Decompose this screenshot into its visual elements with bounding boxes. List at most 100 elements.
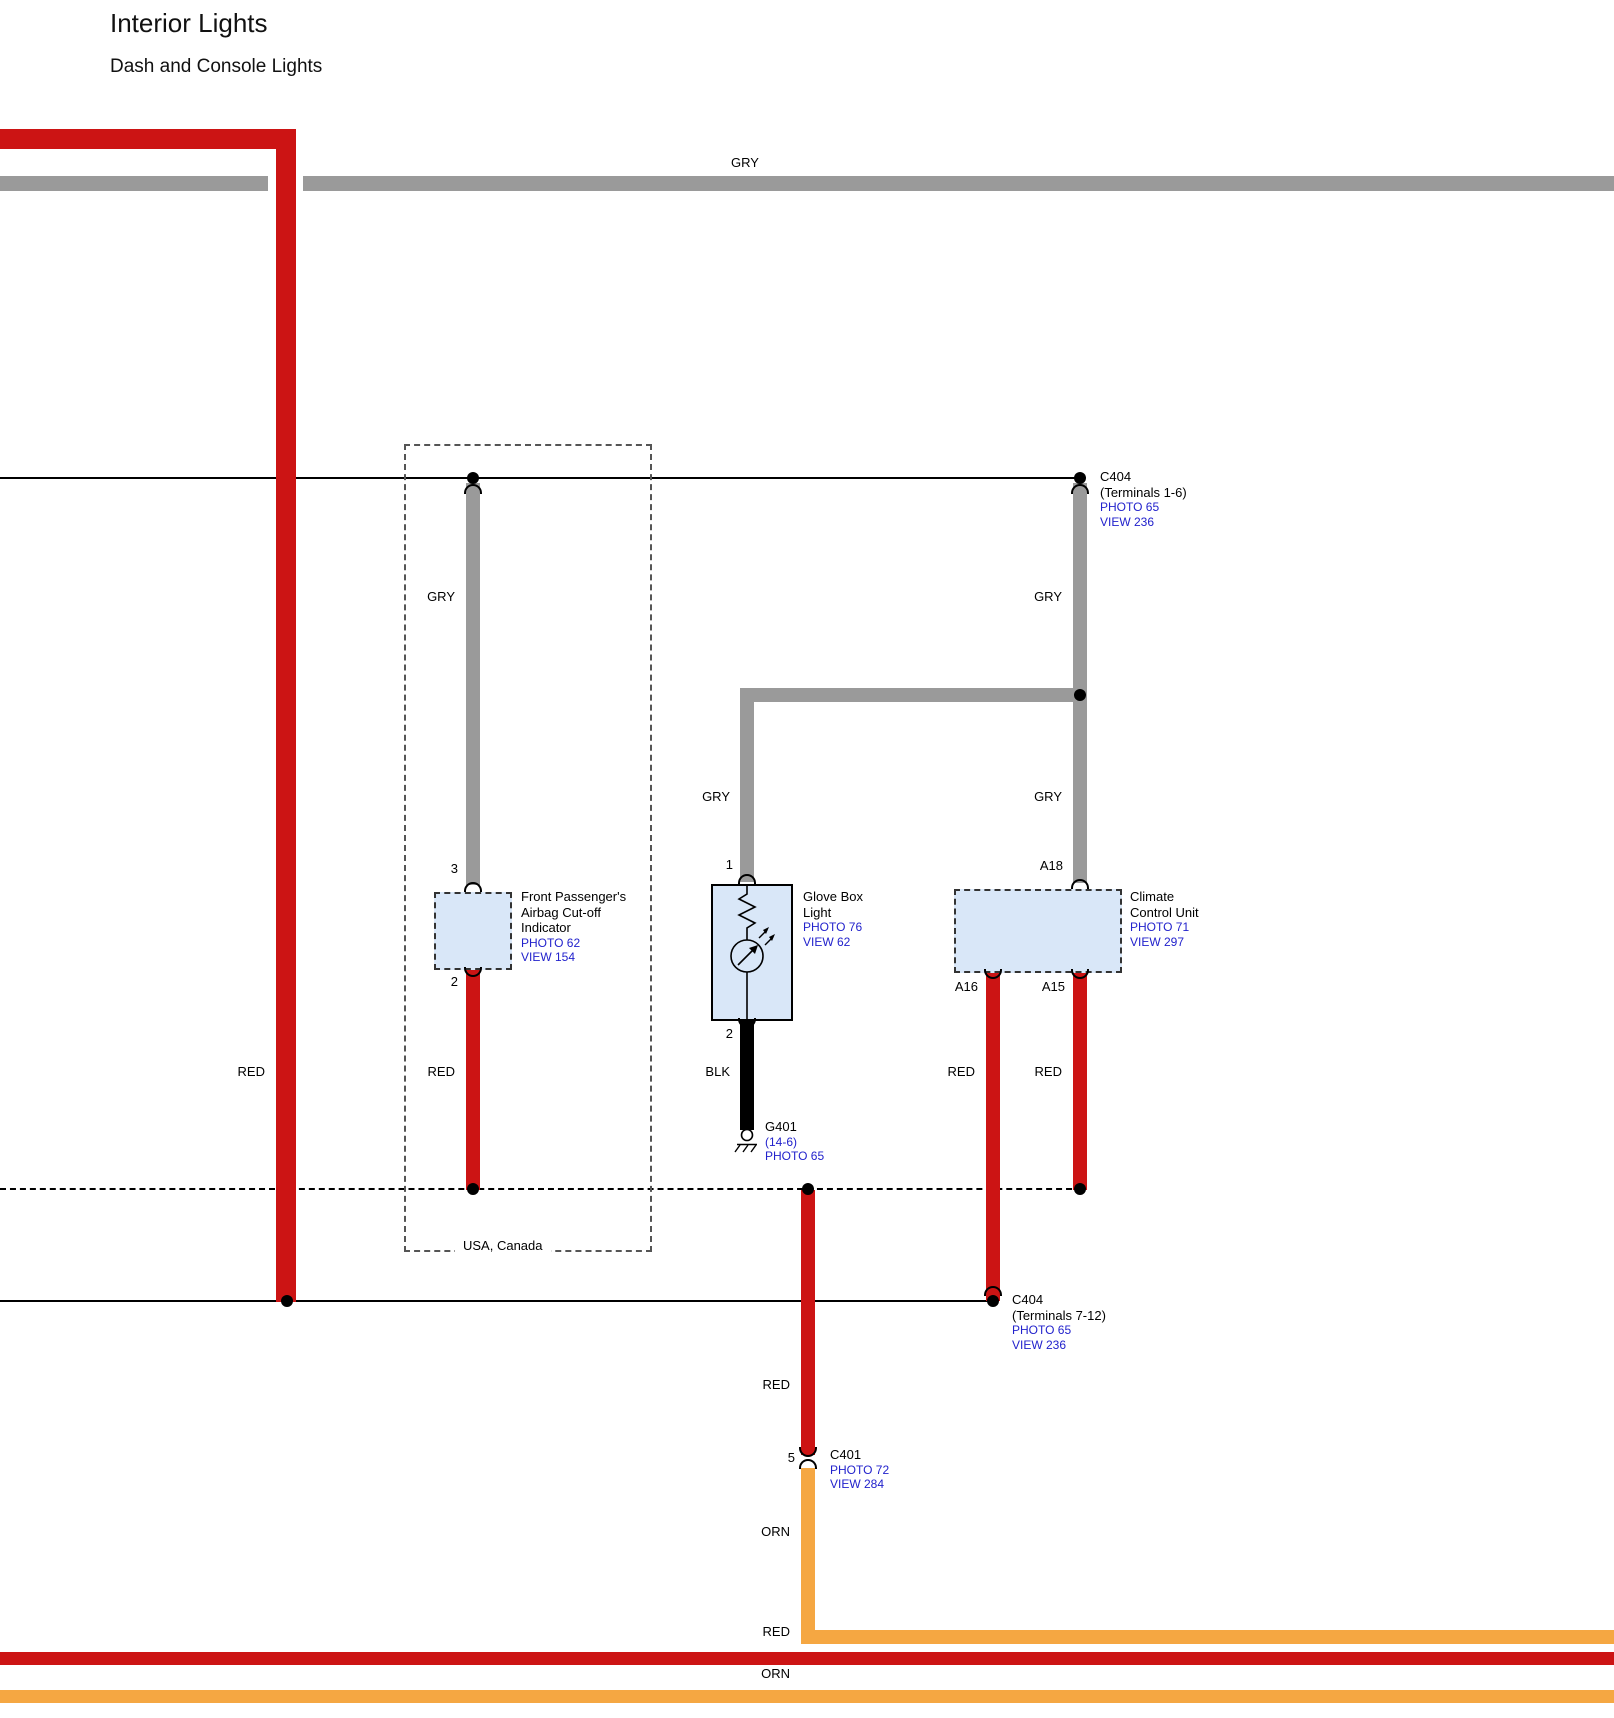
c404-bottom-name: C404	[1012, 1292, 1044, 1307]
glove-box-light-box	[711, 884, 793, 1021]
c404-top-photo-link[interactable]: PHOTO 65	[1100, 500, 1160, 514]
connector-arc	[984, 1286, 1002, 1296]
connector-arc	[738, 1018, 756, 1028]
c404-top-circuit-line	[0, 477, 1082, 479]
connector-arc	[464, 484, 482, 494]
right-gry-lower-label: GRY	[1034, 789, 1062, 804]
c401-photo-link[interactable]: PHOTO 72	[830, 1462, 890, 1477]
center-red-wire	[801, 1190, 815, 1455]
ccu-view-link[interactable]: VIEW 297	[1130, 934, 1185, 949]
c404-bottom-view-link[interactable]: VIEW 236	[1012, 1337, 1067, 1352]
g401-callout: G401 (14-6) PHOTO 65	[765, 1119, 824, 1164]
glove-blk-label: BLK	[705, 1064, 730, 1079]
junction-dot	[281, 1295, 293, 1307]
center-red-label: RED	[762, 1377, 790, 1392]
glove-photo-link[interactable]: PHOTO 76	[803, 920, 863, 934]
red-feed-wire	[276, 129, 296, 1302]
airbag-gry-label: GRY	[427, 589, 455, 604]
airbag-red-wire	[466, 970, 480, 1190]
c401-name: C401	[830, 1447, 862, 1462]
connector-arc	[464, 967, 482, 977]
c401-terminal-5: 5	[787, 1450, 795, 1465]
airbag-view-link[interactable]: VIEW 154	[521, 950, 576, 964]
g401-name: G401	[765, 1119, 797, 1134]
a15-red-wire	[1073, 973, 1087, 1190]
junction-dot	[1074, 689, 1086, 701]
ccu-terminal-a16: A16	[954, 979, 978, 994]
c404-top-name: C404	[1100, 469, 1132, 484]
glove-terminal-1: 1	[725, 857, 733, 872]
gry-bus-left-segment	[0, 176, 268, 191]
center-orn-wire-vertical	[801, 1468, 815, 1644]
junction-dot	[1074, 472, 1086, 484]
a15-red-label: RED	[1034, 1064, 1062, 1079]
ccu-photo-link[interactable]: PHOTO 71	[1130, 920, 1190, 934]
c404-bottom-circuit-line	[0, 1300, 996, 1302]
airbag-red-label: RED	[427, 1064, 455, 1079]
glove-terminal-2: 2	[725, 1026, 733, 1041]
feed-red-label: RED	[237, 1064, 265, 1079]
junction-dot	[467, 472, 479, 484]
glove-blk-wire	[740, 1020, 754, 1130]
a16-red-wire	[986, 973, 1000, 1301]
glove-gry-label: GRY	[702, 789, 730, 804]
c401-view-link[interactable]: VIEW 284	[830, 1477, 885, 1491]
connector-arc	[1071, 879, 1089, 889]
airbag-name-line2: Airbag Cut-off	[521, 904, 601, 920]
right-gry-wire	[1073, 483, 1087, 883]
gry-bus-label: GRY	[731, 155, 759, 170]
airbag-name-line1: Front Passenger's	[521, 889, 627, 904]
junction-dot	[467, 1183, 479, 1195]
g401-detail-link[interactable]: (14-6)	[765, 1134, 798, 1149]
c404-top-view-link[interactable]: VIEW 236	[1100, 514, 1155, 529]
c404-top-detail: (Terminals 1-6)	[1100, 484, 1187, 500]
glove-name-line1: Glove Box	[803, 889, 863, 904]
c401-callout: C401 PHOTO 72 VIEW 284	[830, 1447, 889, 1492]
page-title: Interior Lights	[110, 8, 268, 38]
connector-arc	[799, 1459, 817, 1469]
c404-top-callout: C404 (Terminals 1-6) PHOTO 65 VIEW 236	[1100, 469, 1187, 529]
lamp-icon	[713, 886, 791, 1019]
airbag-indicator-box	[434, 892, 512, 970]
airbag-photo-link[interactable]: PHOTO 62	[521, 935, 581, 950]
climate-control-unit-box	[954, 889, 1122, 973]
bottom-red-bus	[0, 1652, 1614, 1665]
connector-arc	[799, 1447, 817, 1457]
airbag-indicator-callout: Front Passenger's Airbag Cut-off Indicat…	[521, 889, 626, 965]
page-subtitle: Dash and Console Lights	[110, 56, 323, 77]
center-orn-wire-horizontal	[801, 1630, 1614, 1644]
ccu-terminal-a18: A18	[1039, 858, 1063, 873]
airbag-gry-wire	[466, 483, 480, 885]
splice-dashed-line	[0, 1188, 1082, 1190]
connector-arc	[1071, 969, 1089, 979]
connector-arc	[738, 874, 756, 884]
bottom-red-label: RED	[762, 1624, 790, 1639]
junction-dot	[1074, 1183, 1086, 1195]
usa-canada-region-box	[404, 444, 652, 1252]
connector-arc	[1071, 484, 1089, 494]
glove-gry-wire-vertical	[740, 688, 754, 882]
c404-bottom-callout: C404 (Terminals 7-12) PHOTO 65 VIEW 236	[1012, 1292, 1106, 1352]
glove-box-callout: Glove Box Light PHOTO 76 VIEW 62	[803, 889, 863, 949]
glove-gry-wire-horizontal	[740, 688, 1087, 702]
glove-name-line2: Light	[803, 904, 832, 920]
center-orn-label: ORN	[761, 1524, 790, 1539]
gry-bus-right-segment	[303, 176, 1614, 191]
glove-view-link[interactable]: VIEW 62	[803, 934, 851, 949]
airbag-name-line3: Indicator	[521, 920, 571, 935]
c404-bottom-detail: (Terminals 7-12)	[1012, 1307, 1106, 1323]
c404-bottom-photo-link[interactable]: PHOTO 65	[1012, 1323, 1072, 1337]
bottom-orn-bus	[0, 1690, 1614, 1703]
ccu-name-line2: Control Unit	[1130, 904, 1199, 920]
ground-symbol	[731, 1128, 763, 1156]
connector-arc	[464, 882, 482, 892]
right-gry-upper-label: GRY	[1034, 589, 1062, 604]
ccu-name-line1: Climate	[1130, 889, 1175, 904]
junction-dot	[987, 1295, 999, 1307]
a16-red-label: RED	[947, 1064, 975, 1079]
airbag-terminal-2: 2	[450, 974, 458, 989]
g401-photo-link[interactable]: PHOTO 65	[765, 1149, 825, 1163]
junction-dot	[802, 1183, 814, 1195]
usa-canada-region-label: USA, Canada	[455, 1237, 551, 1254]
